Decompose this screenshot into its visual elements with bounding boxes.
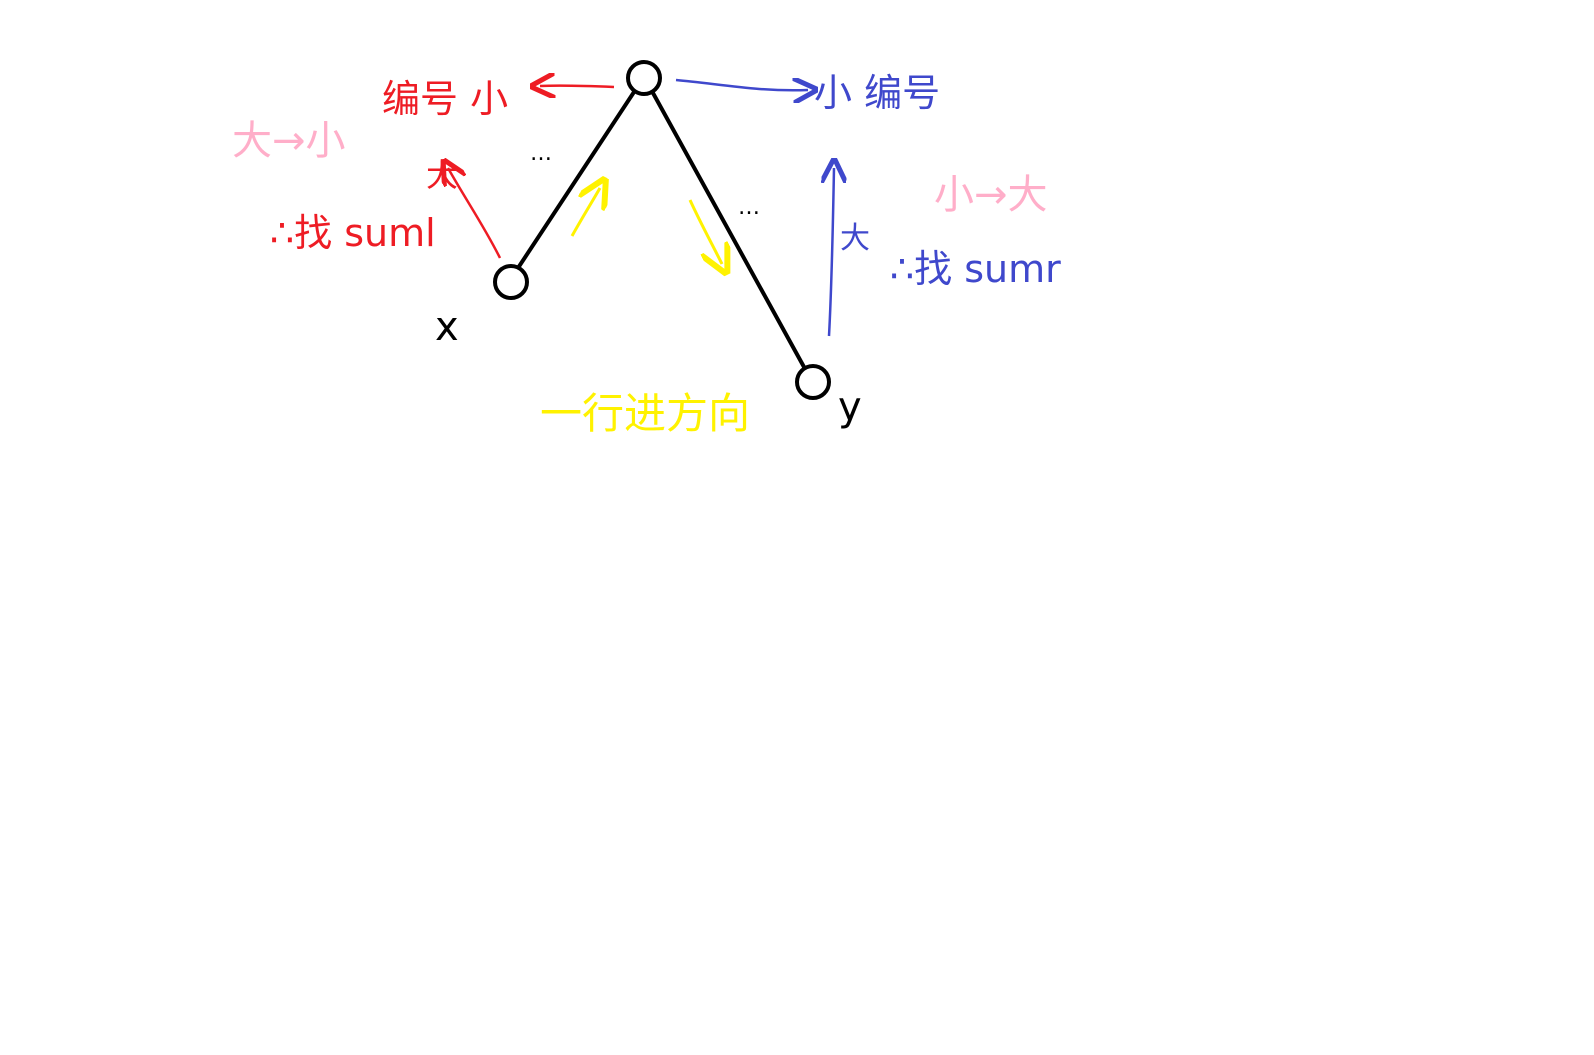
pink-right-label: 小→大 — [934, 172, 1048, 218]
yellow-direction-label: 一行进方向 — [540, 389, 750, 438]
yellow-up-arrow — [570, 188, 600, 237]
node-y — [795, 364, 831, 400]
top-node — [626, 60, 662, 96]
node-x — [493, 264, 529, 300]
edge-x-top — [516, 90, 636, 270]
label-y: y — [838, 384, 862, 430]
edge-top-y — [651, 91, 806, 369]
pink-left-label: 大→小 — [232, 118, 346, 164]
dots-right: … — [738, 195, 760, 220]
dots-left: … — [530, 141, 552, 166]
yellow-down-arrow — [688, 199, 722, 264]
red-number-arrow — [540, 86, 615, 87]
blue-find-sumr: ∴找 sumr — [890, 247, 1061, 291]
blue-big-label: 大 — [840, 221, 870, 256]
blue-up-arrow — [829, 168, 834, 337]
blue-number-label: 小 编号 — [814, 71, 940, 115]
red-number-label: 编号 小 — [382, 77, 508, 121]
blue-number-arrow — [675, 80, 808, 90]
red-find-suml: ∴找 suml — [270, 211, 436, 255]
red-big-label: 大 — [426, 156, 458, 194]
label-x: x — [435, 304, 459, 350]
red-up-arrow — [448, 168, 502, 259]
